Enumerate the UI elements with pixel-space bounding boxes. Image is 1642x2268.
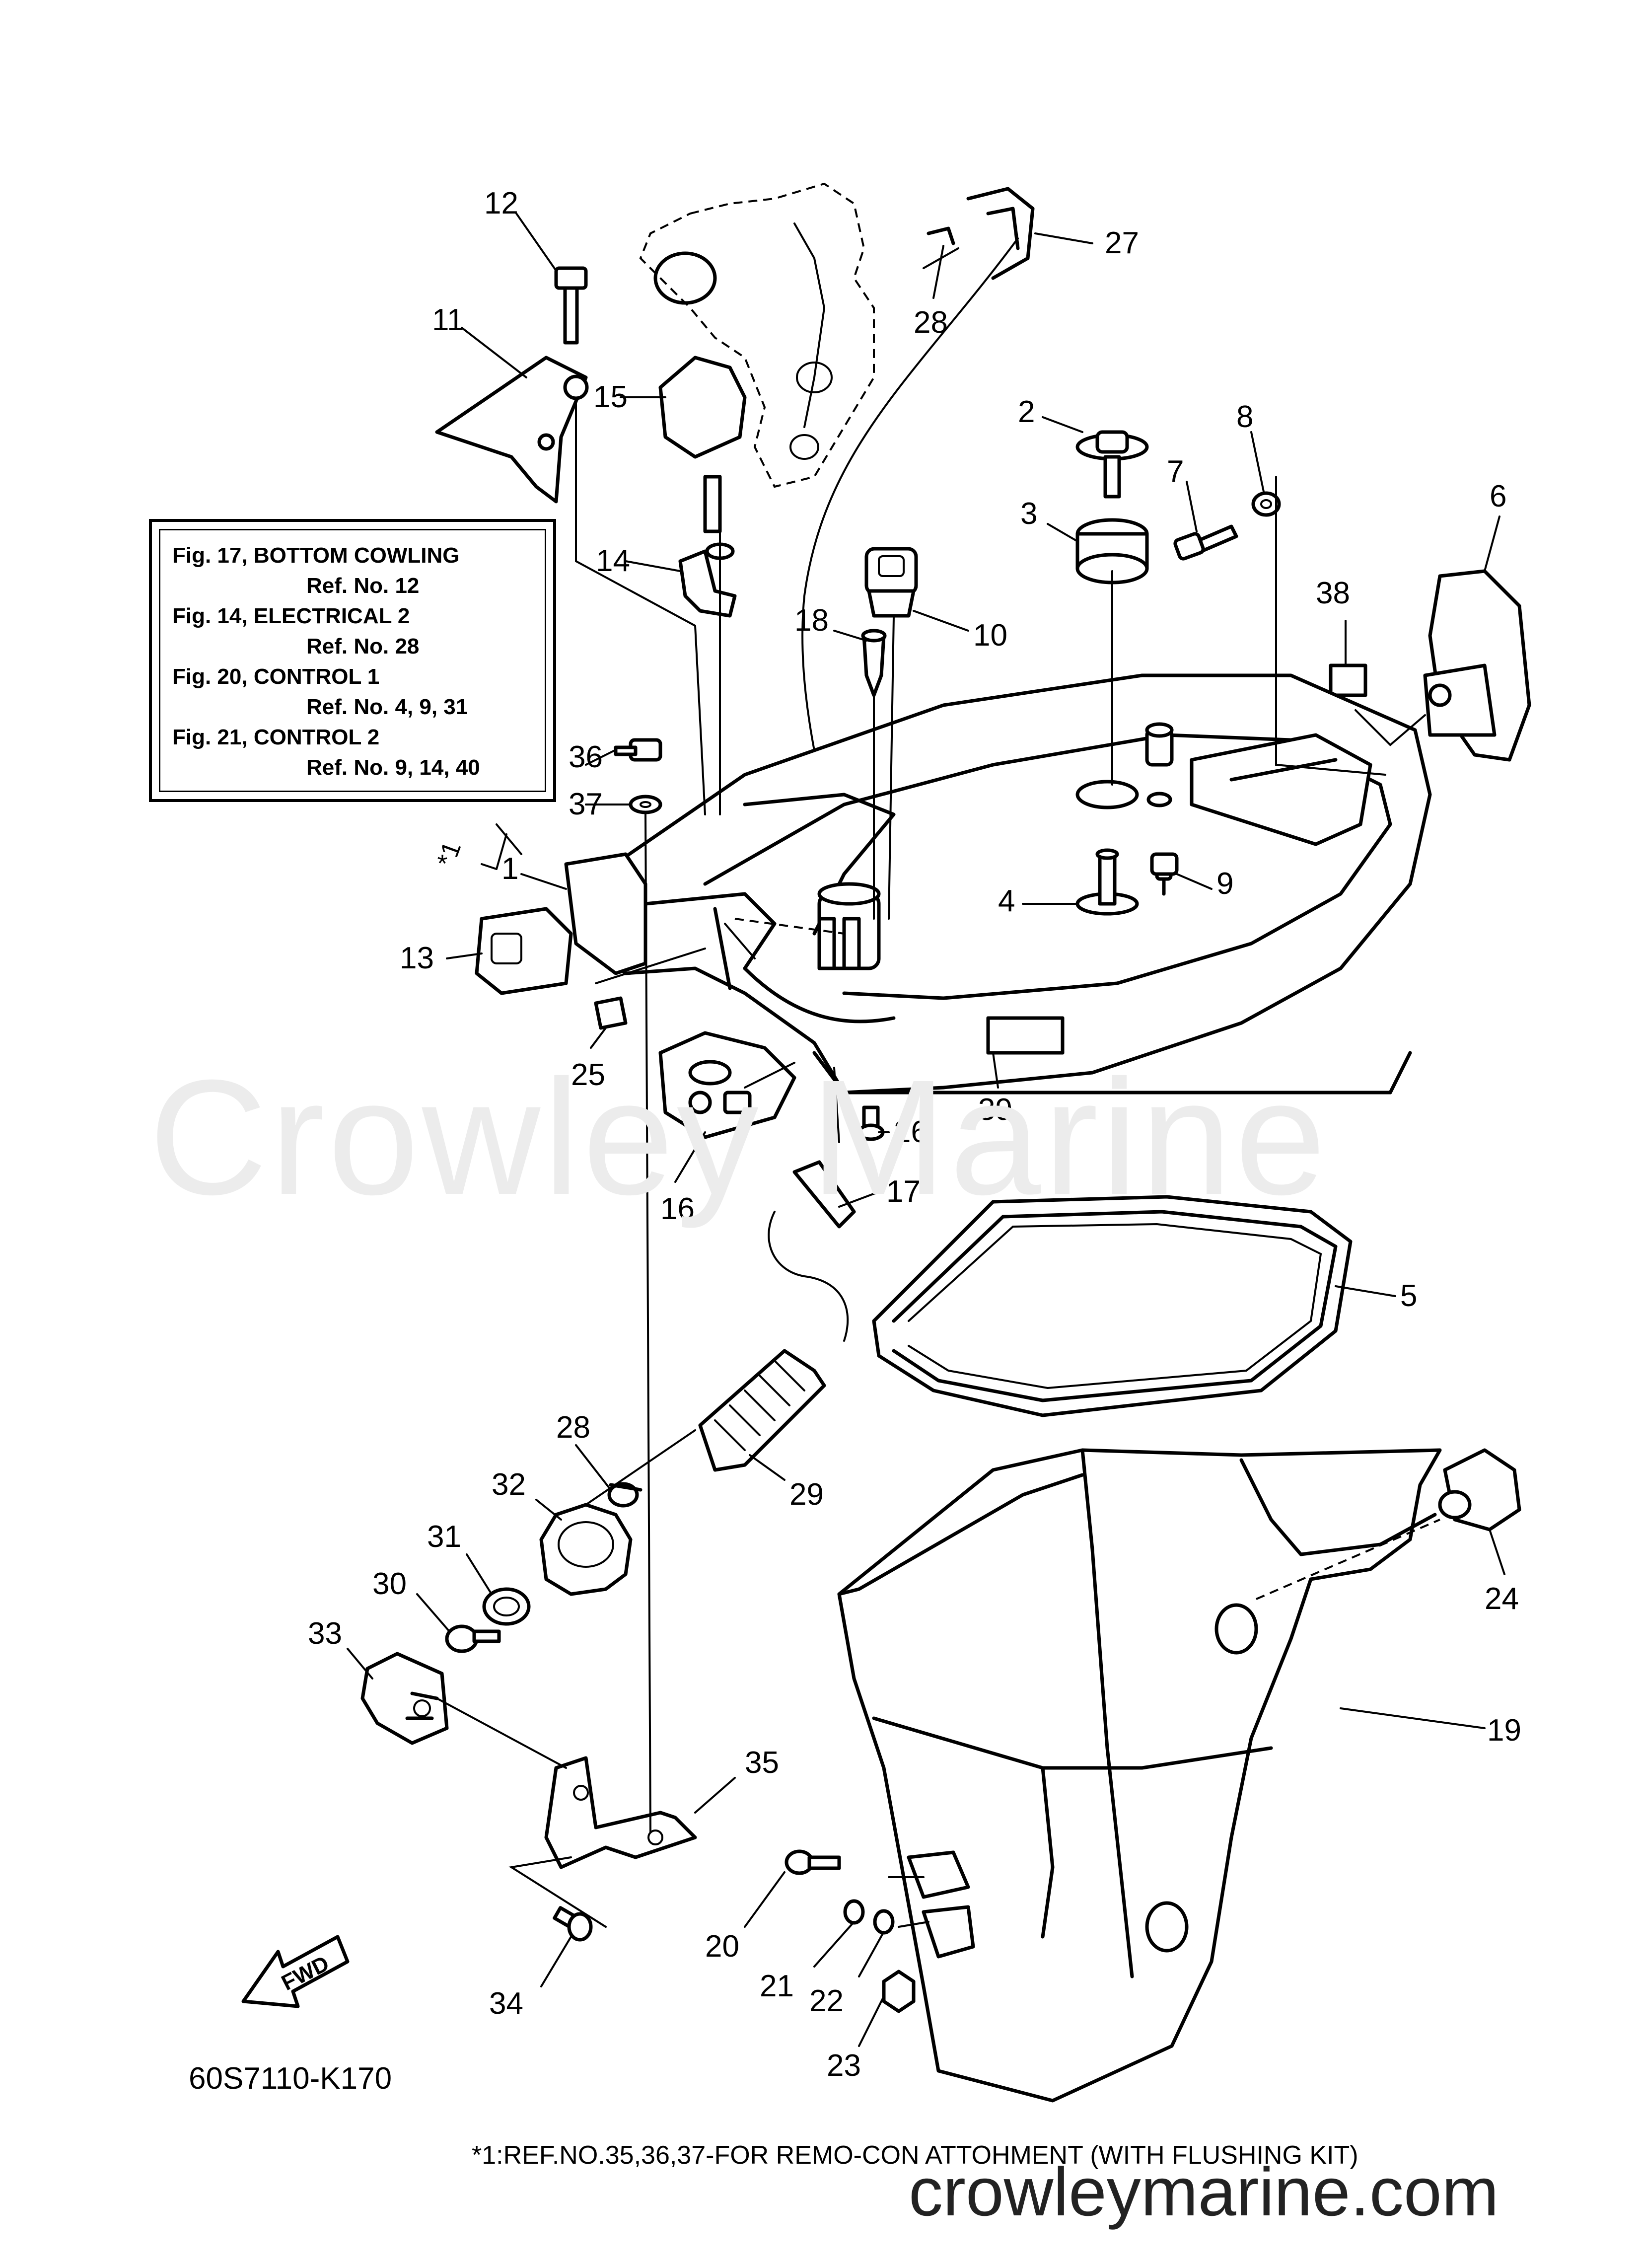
diagram-code: 60S7110-K170	[189, 2061, 392, 2096]
part-15-holder	[658, 356, 747, 533]
site-url: crowleymarine.com	[909, 2154, 1499, 2230]
callout-29: 29	[789, 1477, 824, 1512]
ref-line: Ref. No. 12	[306, 574, 420, 598]
part-22-washer	[873, 1909, 895, 1935]
callout-13: 13	[400, 941, 434, 975]
callout-31: 31	[427, 1520, 461, 1554]
callout-4: 4	[998, 884, 1015, 918]
callout-39: 39	[978, 1093, 1012, 1127]
ref-line: Fig. 21, CONTROL 2	[172, 725, 380, 749]
callout-6: 6	[1490, 479, 1506, 513]
callout-18: 18	[794, 603, 829, 638]
callout-12: 12	[484, 186, 518, 220]
part-11-bracket	[435, 356, 589, 504]
part-38-label	[1329, 663, 1367, 697]
ref-line: Ref. No. 28	[306, 634, 420, 658]
callout-33: 33	[308, 1616, 342, 1651]
watermark-text: Crowley Marine	[149, 1045, 1329, 1229]
callout-26: 26	[894, 1115, 928, 1149]
ref-line: Ref. No. 4, 9, 31	[306, 695, 468, 719]
callout-3: 3	[1020, 497, 1037, 531]
part-24-grommet	[1438, 1448, 1521, 1532]
ref-line: Fig. 17, BOTTOM COWLING	[172, 543, 460, 568]
part-26-screw	[857, 1105, 885, 1141]
callout-1: 1	[501, 852, 518, 886]
callout-8: 8	[1236, 400, 1253, 434]
part-6-holder	[1423, 569, 1531, 762]
callout-19: 19	[1487, 1713, 1521, 1748]
part-20-bolt	[785, 1849, 841, 1875]
callout-37: 37	[569, 787, 603, 821]
callout-35: 35	[745, 1746, 779, 1780]
reference-box: Fig. 17, BOTTOM COWLING Ref. No. 12 Fig.…	[149, 519, 556, 802]
ref-line: Ref. No. 9, 14, 40	[306, 755, 480, 780]
callout-30: 30	[372, 1567, 407, 1601]
part-13-cap	[475, 907, 573, 995]
part-18-nipple	[861, 629, 887, 697]
part-34-screw	[553, 1906, 593, 1942]
callout-22: 22	[809, 1984, 844, 2018]
part-7-bolt	[1173, 524, 1238, 561]
part-16-grommet	[658, 1031, 796, 1139]
callout-38: 38	[1316, 576, 1350, 610]
footnote: *1:REF.NO.35,36,37-FOR REMO-CON ATTOHMEN…	[472, 2141, 1358, 2170]
part-3-grommet	[1075, 518, 1149, 585]
part-19-apron	[837, 1448, 1442, 2103]
part-21-washer	[843, 1899, 865, 1925]
callout-21: 21	[760, 1969, 794, 2003]
part-2-bolt	[1075, 430, 1149, 499]
fwd-arrow: FWD	[241, 1935, 350, 2008]
part-28-clip-lower	[607, 1482, 643, 1508]
part-29-cable	[698, 1211, 849, 1472]
ref-line: Fig. 14, ELECTRICAL 2	[172, 604, 410, 628]
callout-20: 20	[705, 1929, 739, 1964]
part-33-grommet	[360, 1652, 449, 1745]
engine-outline	[639, 182, 875, 488]
part-31-retainer	[482, 1587, 531, 1626]
part-9-screw	[1150, 852, 1179, 876]
callout-24: 24	[1485, 1582, 1519, 1616]
callout-28b: 28	[556, 1410, 590, 1445]
part-14-clip	[678, 542, 737, 618]
callout-14: 14	[596, 544, 630, 578]
part-1-bottom-cowling	[564, 673, 1432, 1095]
part-23-nut	[882, 1970, 916, 2013]
callout-9: 9	[1216, 867, 1233, 901]
callout-5: 5	[1400, 1279, 1417, 1313]
callout-15: 15	[593, 380, 628, 414]
callout-34: 34	[489, 1986, 523, 2021]
callout-36: 36	[569, 740, 603, 774]
part-35-bracket	[544, 1756, 697, 1869]
callout-25: 25	[571, 1058, 605, 1092]
callout-17: 17	[886, 1174, 921, 1209]
callout-10: 10	[973, 618, 1007, 653]
ref-line: Fig. 20, CONTROL 1	[172, 664, 380, 689]
part-37-washer	[629, 795, 662, 814]
part-36-screw	[614, 738, 662, 762]
reference-box-inner: Fig. 17, BOTTOM COWLING Ref. No. 12 Fig.…	[159, 529, 546, 792]
part-10-plug	[864, 547, 918, 618]
leader-lines	[347, 213, 1505, 2047]
callout-16: 16	[660, 1192, 695, 1226]
part-30-screw	[445, 1624, 501, 1653]
callout-labels: 12 11 15 14 27 28 2 8 7 3 6 38 10 18 36 …	[308, 186, 1521, 2083]
part-39-label	[986, 1016, 1065, 1055]
callout-7: 7	[1167, 454, 1184, 489]
callout-11: 11	[432, 303, 464, 337]
part-32-nut	[539, 1503, 633, 1596]
callout-27: 27	[1105, 226, 1139, 260]
callout-32: 32	[492, 1467, 526, 1502]
part-8-washer	[1251, 491, 1281, 517]
callout-28: 28	[914, 305, 948, 340]
part-25-label	[594, 996, 628, 1030]
part-5-seal	[872, 1195, 1353, 1417]
callout-2: 2	[1018, 395, 1035, 429]
part-12-bolt	[554, 266, 588, 345]
callout-23: 23	[827, 2049, 861, 2083]
part-17-grommet	[792, 1160, 856, 1229]
